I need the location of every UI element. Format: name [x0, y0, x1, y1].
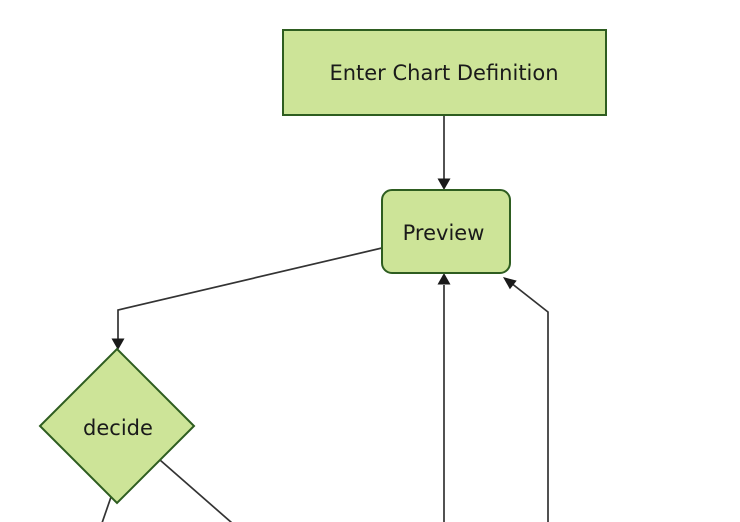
arrowhead-into-preview-top: [437, 178, 451, 190]
enter-chart-definition-label: Enter Chart Definition: [329, 61, 558, 85]
arrowhead-into-preview-bottom: [437, 273, 451, 285]
edge-preview-to-decide: [111, 247, 383, 350]
decide-label: decide: [83, 416, 153, 440]
edge-decide-to-offscreen-right: [159, 459, 233, 522]
edge-decide-to-offscreen-left: [101, 496, 112, 522]
edge-line-c-bottom-left: [101, 496, 112, 522]
edge-line-b-to-c: [117, 247, 383, 340]
node-enter-chart-definition: Enter Chart Definition: [282, 29, 607, 116]
decide-shape: [38, 347, 196, 505]
arrowhead-into-decide-top: [111, 338, 125, 350]
node-preview: Preview: [381, 189, 511, 274]
edge-line-c-bottom-right: [159, 459, 233, 522]
preview-label: Preview: [403, 221, 485, 245]
edge-enter-chart-definition-to-preview: [437, 115, 451, 190]
node-decide: decide: [38, 347, 196, 505]
edge-line-up-right: [505, 278, 549, 522]
edge-offscreen-right-to-preview: [503, 277, 549, 522]
edge-offscreen-center-to-preview: [437, 273, 451, 522]
enter-chart-definition-shape: [282, 29, 607, 116]
preview-shape: [381, 189, 511, 274]
arrowhead-into-preview-corner: [503, 277, 517, 290]
